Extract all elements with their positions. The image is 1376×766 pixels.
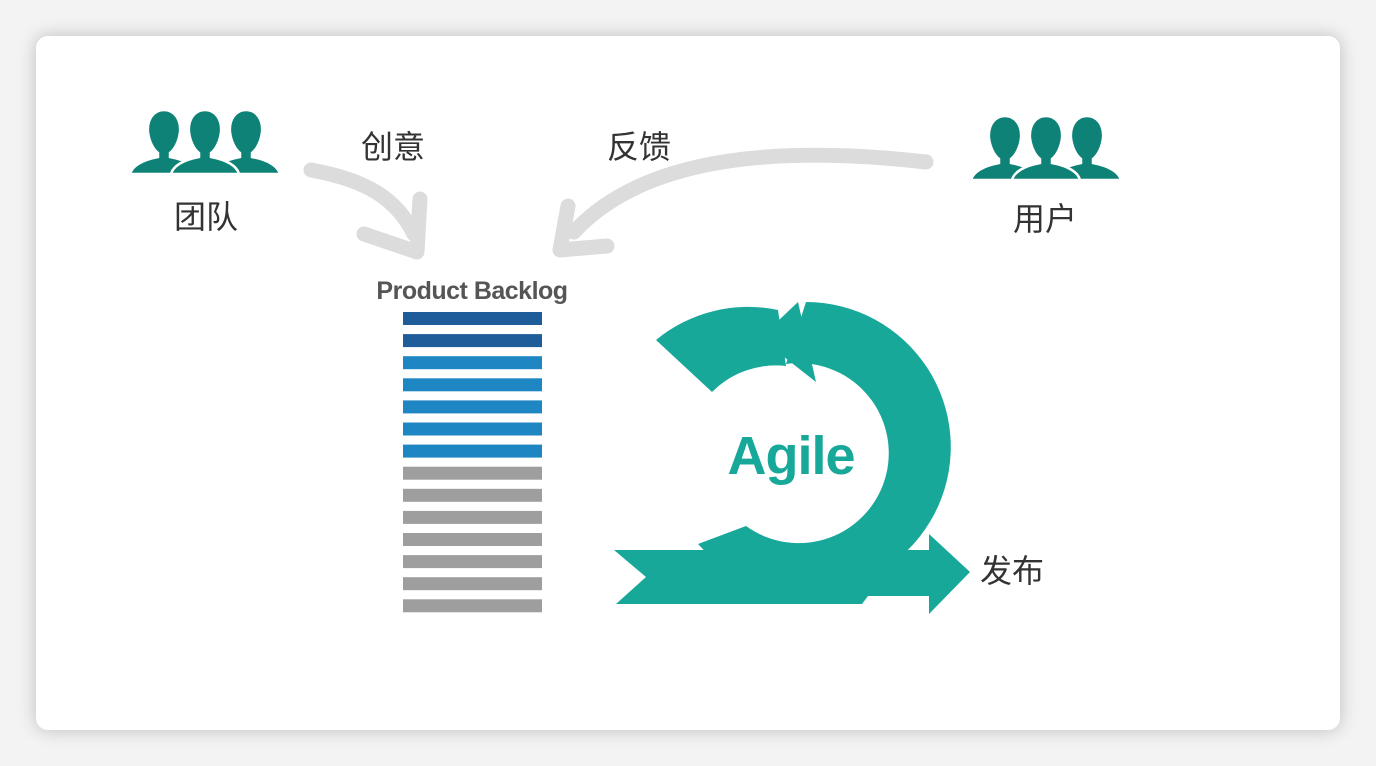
- backlog-item: [403, 378, 542, 392]
- agile-diagram: 团队 用户 创意 反馈 Product Backlog: [36, 36, 1340, 614]
- release-label: 发布: [980, 552, 1044, 590]
- team-people-icon: [130, 110, 280, 174]
- team-label: 团队: [174, 198, 238, 236]
- feedback-arrow: [552, 147, 934, 258]
- backlog-item: [403, 422, 542, 436]
- feedback-label: 反馈: [607, 128, 671, 166]
- diagram-card: 团队 用户 创意 反馈 Product Backlog: [36, 36, 1340, 730]
- agile-label: Agile: [727, 426, 854, 486]
- backlog-list: [403, 312, 542, 613]
- backlog-item: [403, 599, 542, 613]
- ideas-label: 创意: [361, 128, 425, 166]
- backlog-item: [403, 577, 542, 591]
- backlog-item: [403, 444, 542, 458]
- backlog-item: [403, 555, 542, 569]
- backlog-item: [403, 400, 542, 414]
- backlog-item: [403, 466, 542, 480]
- backlog-item: [403, 533, 542, 546]
- backlog-item: [403, 356, 542, 370]
- agile-cycle-icon: [614, 302, 970, 614]
- backlog-item: [403, 488, 542, 502]
- backlog-item: [403, 312, 542, 325]
- ideas-arrow: [303, 162, 428, 260]
- backlog-item: [403, 510, 542, 524]
- backlog-title: Product Backlog: [376, 277, 567, 305]
- backlog-item: [403, 334, 542, 348]
- users-label: 用户: [1013, 200, 1077, 238]
- users-people-icon: [971, 116, 1121, 180]
